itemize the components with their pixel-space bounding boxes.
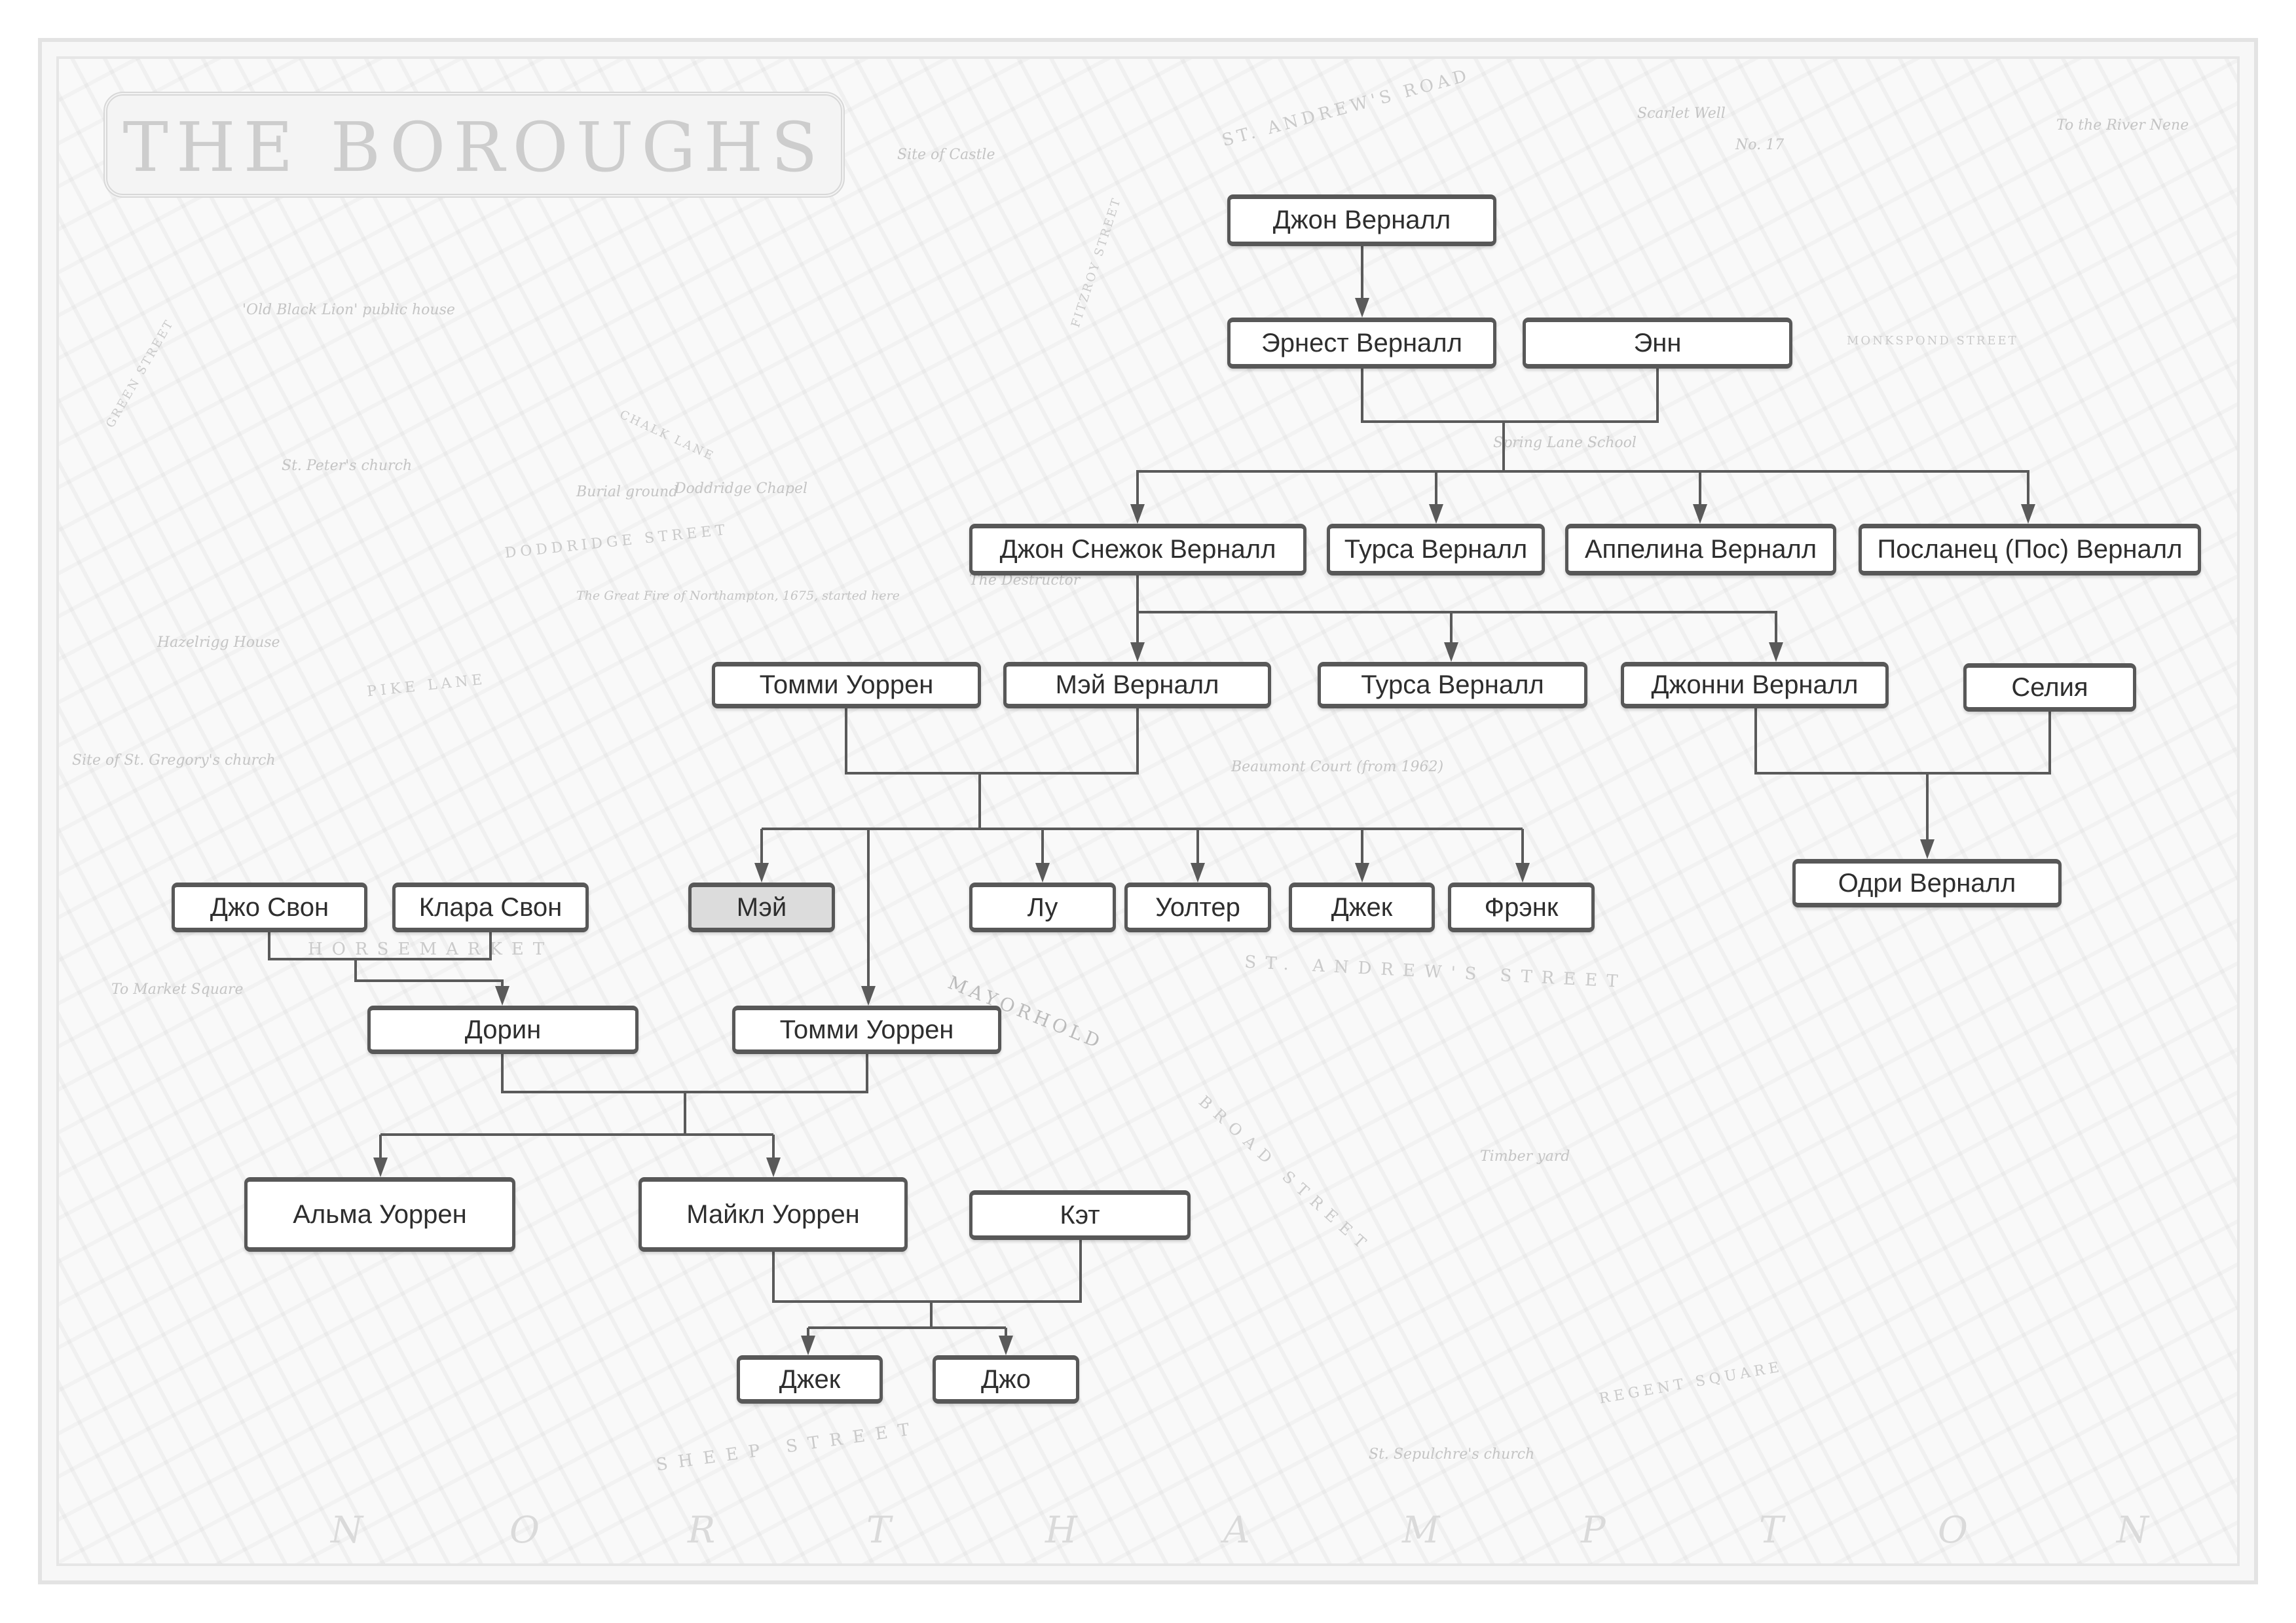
- arrowhead-icon: [2021, 504, 2035, 524]
- map-bottom-letter: P: [1581, 1509, 1606, 1552]
- map-bottom-letter: O: [509, 1509, 540, 1552]
- arrowhead-icon: [1130, 504, 1145, 524]
- map-label: MONKSPOND STREET: [1847, 334, 2018, 348]
- map-bottom-letter: N: [331, 1509, 363, 1552]
- arrowhead-icon: [495, 986, 509, 1006]
- map-background: [38, 38, 2258, 1584]
- map-label: To the River Nene: [2056, 117, 2189, 134]
- person-node-tommy-warren[interactable]: Томми Уоррен: [712, 662, 981, 708]
- map-bottom-letter: H: [1045, 1509, 1077, 1552]
- map-label: Hazelrigg House: [157, 634, 280, 651]
- edge: [772, 1240, 1082, 1345]
- arrowhead-icon: [1191, 863, 1205, 883]
- person-node-alma-warren[interactable]: Альма Уоррен: [244, 1177, 515, 1252]
- edge: [379, 1054, 868, 1167]
- arrowhead-icon: [801, 1336, 815, 1355]
- arrowhead-icon: [373, 1158, 388, 1177]
- edge: [268, 932, 504, 996]
- map-label: Site of Castle: [897, 147, 995, 163]
- edge: [1754, 708, 2051, 849]
- person-node-lou[interactable]: Лу: [969, 883, 1116, 932]
- person-node-joe[interactable]: Джо: [933, 1355, 1079, 1404]
- person-node-jack-2[interactable]: Джек: [737, 1355, 883, 1404]
- person-node-celia[interactable]: Селия: [1963, 663, 2136, 712]
- map-title-plate: THE BOROUGHS: [103, 92, 845, 198]
- edge: [760, 708, 1524, 996]
- person-node-johnny-vernall[interactable]: Джонни Верналл: [1621, 662, 1889, 708]
- map-bottom-letter: R: [688, 1509, 716, 1552]
- map-label: Timber yard: [1480, 1148, 1570, 1165]
- person-node-appelina-vernall[interactable]: Аппелина Верналл: [1565, 524, 1836, 575]
- map-label: Beaumont Court (from 1962): [1231, 759, 1444, 775]
- arrowhead-icon: [861, 986, 876, 1006]
- map-label: St. Sepulchre's church: [1369, 1446, 1535, 1463]
- map-label: Burial ground: [576, 484, 678, 500]
- person-node-audrey-vernall[interactable]: Одри Верналл: [1792, 859, 2062, 907]
- person-node-may-selected[interactable]: Мэй: [688, 883, 835, 932]
- map-label: Scarlet Well: [1637, 105, 1726, 122]
- person-node-tursa-vernall-2[interactable]: Турса Верналл: [1318, 662, 1587, 708]
- person-node-doreen[interactable]: Дорин: [367, 1006, 639, 1054]
- map-title: THE BOROUGHS: [122, 107, 826, 187]
- map-frame: [56, 56, 2240, 1566]
- map-bottom-letter: A: [1223, 1509, 1250, 1552]
- map-label: The Great Fire of Northampton, 1675, sta…: [576, 589, 900, 603]
- arrowhead-icon: [1920, 839, 1935, 859]
- arrowhead-icon: [1693, 504, 1707, 524]
- map-label: 'Old Black Lion' public house: [242, 302, 455, 318]
- person-node-walter[interactable]: Уолтер: [1124, 883, 1271, 932]
- edge: [1136, 575, 1777, 652]
- person-node-klara-swan[interactable]: Клара Свон: [392, 883, 589, 932]
- arrowhead-icon: [999, 1336, 1013, 1355]
- map-label: Site of St. Gregory's church: [72, 752, 276, 769]
- person-node-poslanets-vernall[interactable]: Посланец (Пос) Верналл: [1859, 524, 2201, 575]
- map-label: HORSEMARKET: [308, 939, 554, 959]
- arrowhead-icon: [1769, 642, 1783, 662]
- edge: [1136, 369, 2029, 514]
- map-bottom-letter: T: [1759, 1509, 1784, 1552]
- person-node-jack[interactable]: Джек: [1289, 883, 1435, 932]
- person-node-john-snowy-vernall[interactable]: Джон Снежок Верналл: [969, 524, 1306, 575]
- map-label: Spring Lane School: [1493, 435, 1637, 451]
- arrowhead-icon: [754, 863, 769, 883]
- map-label: To Market Square: [111, 981, 244, 998]
- person-node-ernest-vernall[interactable]: Эрнест Верналл: [1227, 318, 1496, 369]
- arrowhead-icon: [1515, 863, 1530, 883]
- arrowhead-icon: [1355, 298, 1369, 318]
- map-bottom-letter: N: [2117, 1509, 2149, 1552]
- person-node-kat[interactable]: Кэт: [969, 1190, 1191, 1240]
- arrowhead-icon: [1035, 863, 1050, 883]
- person-node-tursa-vernall[interactable]: Турса Верналл: [1327, 524, 1545, 575]
- arrowhead-icon: [1429, 504, 1443, 524]
- person-node-tommy-warren-2[interactable]: Томми Уоррен: [732, 1006, 1001, 1054]
- arrowhead-icon: [1444, 642, 1458, 662]
- person-node-joe-swan[interactable]: Джо Свон: [172, 883, 367, 932]
- map-label: St. Peter's church: [282, 458, 413, 474]
- map-label: Doddridge Chapel: [675, 481, 808, 497]
- map-bottom-letter: M: [1402, 1509, 1440, 1552]
- person-node-john-vernall[interactable]: Джон Верналл: [1227, 194, 1496, 246]
- map-bottom-letter: T: [866, 1509, 891, 1552]
- person-node-michael-warren[interactable]: Майкл Уоррен: [639, 1177, 908, 1252]
- map-label: No. 17: [1735, 137, 1785, 153]
- arrowhead-icon: [1130, 642, 1145, 662]
- person-node-ann[interactable]: Энн: [1523, 318, 1792, 369]
- arrowhead-icon: [1355, 863, 1369, 883]
- map-bottom-letter: O: [1938, 1509, 1968, 1552]
- arrowhead-icon: [766, 1158, 781, 1177]
- person-node-may-vernall[interactable]: Мэй Верналл: [1003, 662, 1271, 708]
- person-node-frank[interactable]: Фрэнк: [1448, 883, 1595, 932]
